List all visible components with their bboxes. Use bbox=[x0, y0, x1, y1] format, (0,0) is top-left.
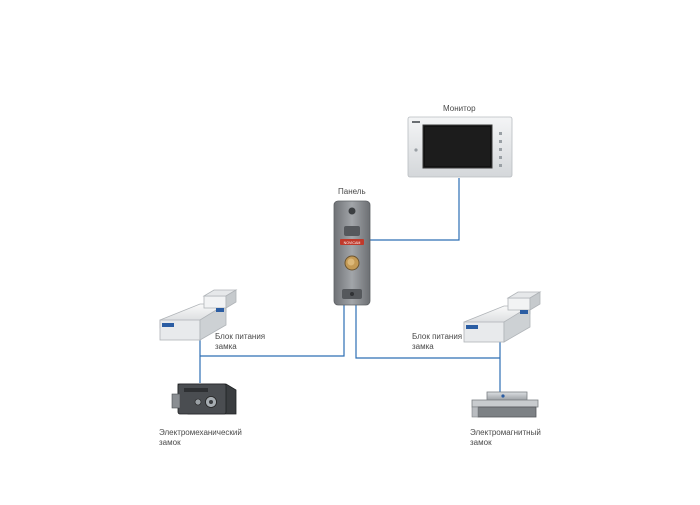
electromagnetic-lock bbox=[471, 391, 539, 418]
wire-panel-left-lock bbox=[200, 305, 345, 357]
monitor-device bbox=[407, 116, 513, 178]
power-supply-left bbox=[159, 289, 238, 341]
electromechanical-lock-label-line2: замок bbox=[159, 438, 181, 447]
power-supply-left-label-line2: замка bbox=[215, 342, 237, 351]
monitor-label: Монитор bbox=[443, 104, 476, 113]
panel-brand-text: NOVICAM bbox=[344, 241, 361, 245]
electromagnetic-lock-label-line2: замок bbox=[470, 438, 492, 447]
electromagnetic-lock-label-line1: Электромагнитный bbox=[470, 428, 541, 437]
panel-brand-badge bbox=[340, 239, 364, 245]
electromechanical-lock-label-line1: Электромеханический bbox=[159, 428, 242, 437]
power-supply-right-label-line1: Блок питания bbox=[412, 332, 463, 341]
wire-panel-right-lock bbox=[355, 305, 500, 359]
electromechanical-lock bbox=[171, 383, 237, 415]
power-supply-right-label-line2: замка bbox=[412, 342, 434, 351]
wire-panel-monitor bbox=[370, 178, 460, 241]
power-supply-left-label-line1: Блок питания bbox=[215, 332, 266, 341]
power-supply-right bbox=[463, 291, 542, 343]
call-panel-device: NOVICAM bbox=[333, 200, 371, 306]
wires bbox=[199, 178, 501, 392]
panel-label: Панель bbox=[338, 187, 366, 196]
